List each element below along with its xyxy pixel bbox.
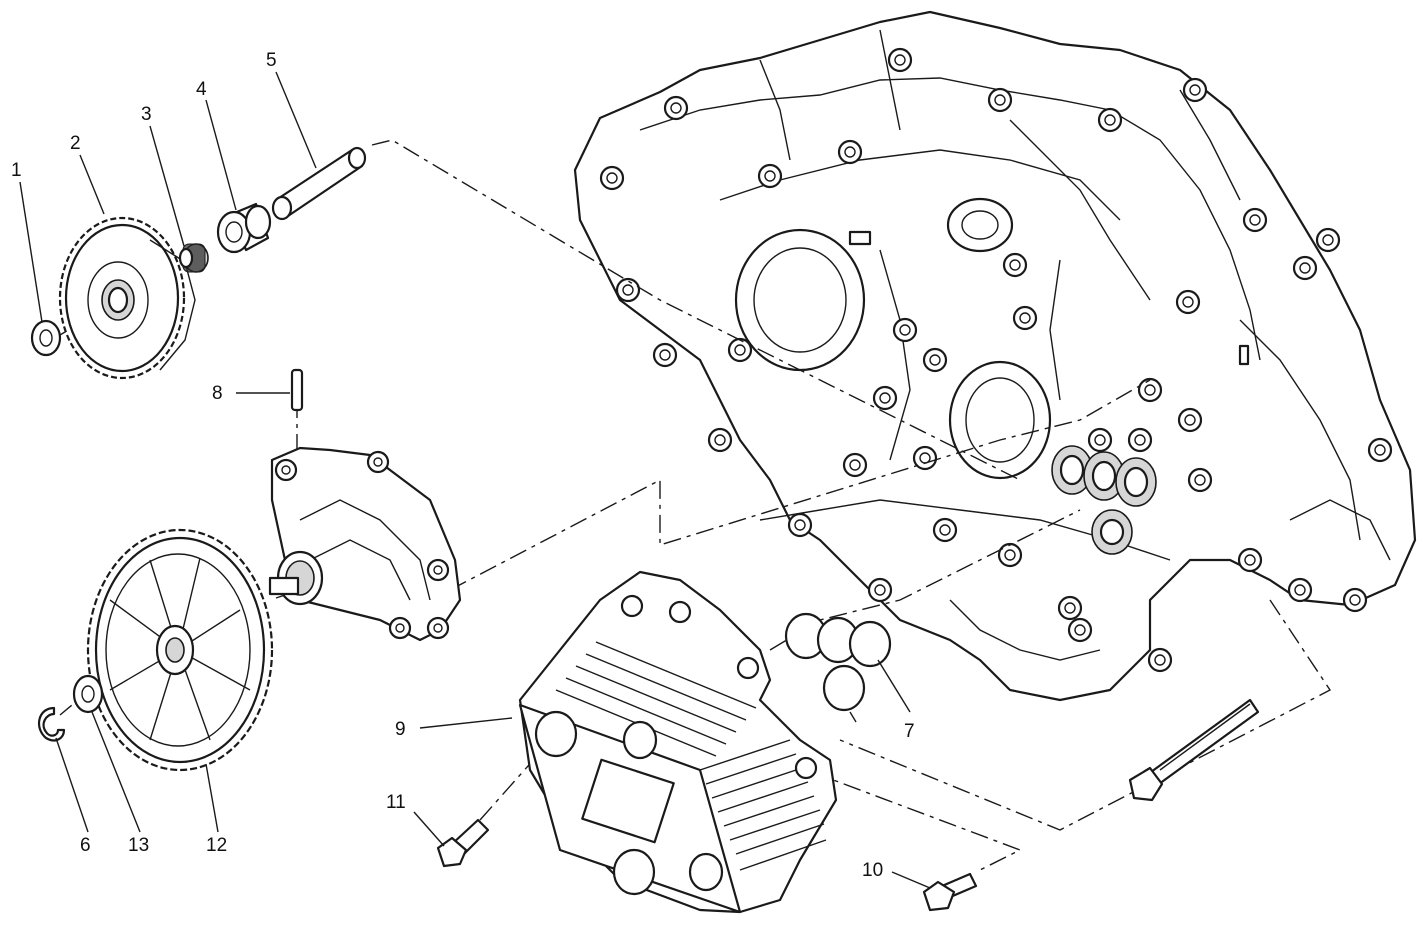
callout-8: 8	[212, 383, 223, 404]
shaft-part-5	[271, 146, 367, 221]
crankcase-bolt-bosses	[599, 47, 1393, 673]
callout-labels: 1 2 3 4 5 6 7 8 9 10 11 12 13	[11, 50, 915, 881]
callout-6: 6	[80, 835, 91, 856]
crankcase-half	[573, 10, 1417, 702]
bolt-part-10	[922, 872, 978, 912]
crankcase-oil-ports	[1051, 445, 1157, 555]
callout-4: 4	[196, 79, 207, 100]
large-gear-part-12	[86, 528, 274, 772]
circlip-part-6	[37, 706, 66, 742]
callout-12: 12	[206, 835, 227, 856]
bolt-part-11	[436, 818, 490, 868]
callout-10: 10	[862, 860, 883, 881]
callout-5: 5	[266, 50, 277, 71]
callout-2: 2	[70, 133, 81, 154]
o-rings-part-7	[784, 612, 892, 723]
small-gear-part-2	[58, 216, 196, 380]
oil-cooler-part-9	[518, 570, 838, 914]
washer-part-1	[30, 319, 62, 357]
leader-lines	[19, 71, 931, 889]
callout-7: 7	[904, 721, 915, 742]
callout-3: 3	[141, 104, 152, 125]
dowel-pin-part-8	[290, 368, 304, 412]
needle-bearing-part-3	[178, 243, 209, 273]
callout-1: 1	[11, 160, 22, 181]
callout-11: 11	[386, 792, 406, 813]
long-bolt	[1128, 698, 1260, 802]
callout-13: 13	[128, 835, 149, 856]
cooler-fins	[555, 641, 827, 871]
callout-9: 9	[395, 719, 406, 740]
bushing-part-4	[216, 202, 272, 254]
pump-body	[268, 446, 462, 642]
washer-part-13	[72, 674, 104, 714]
